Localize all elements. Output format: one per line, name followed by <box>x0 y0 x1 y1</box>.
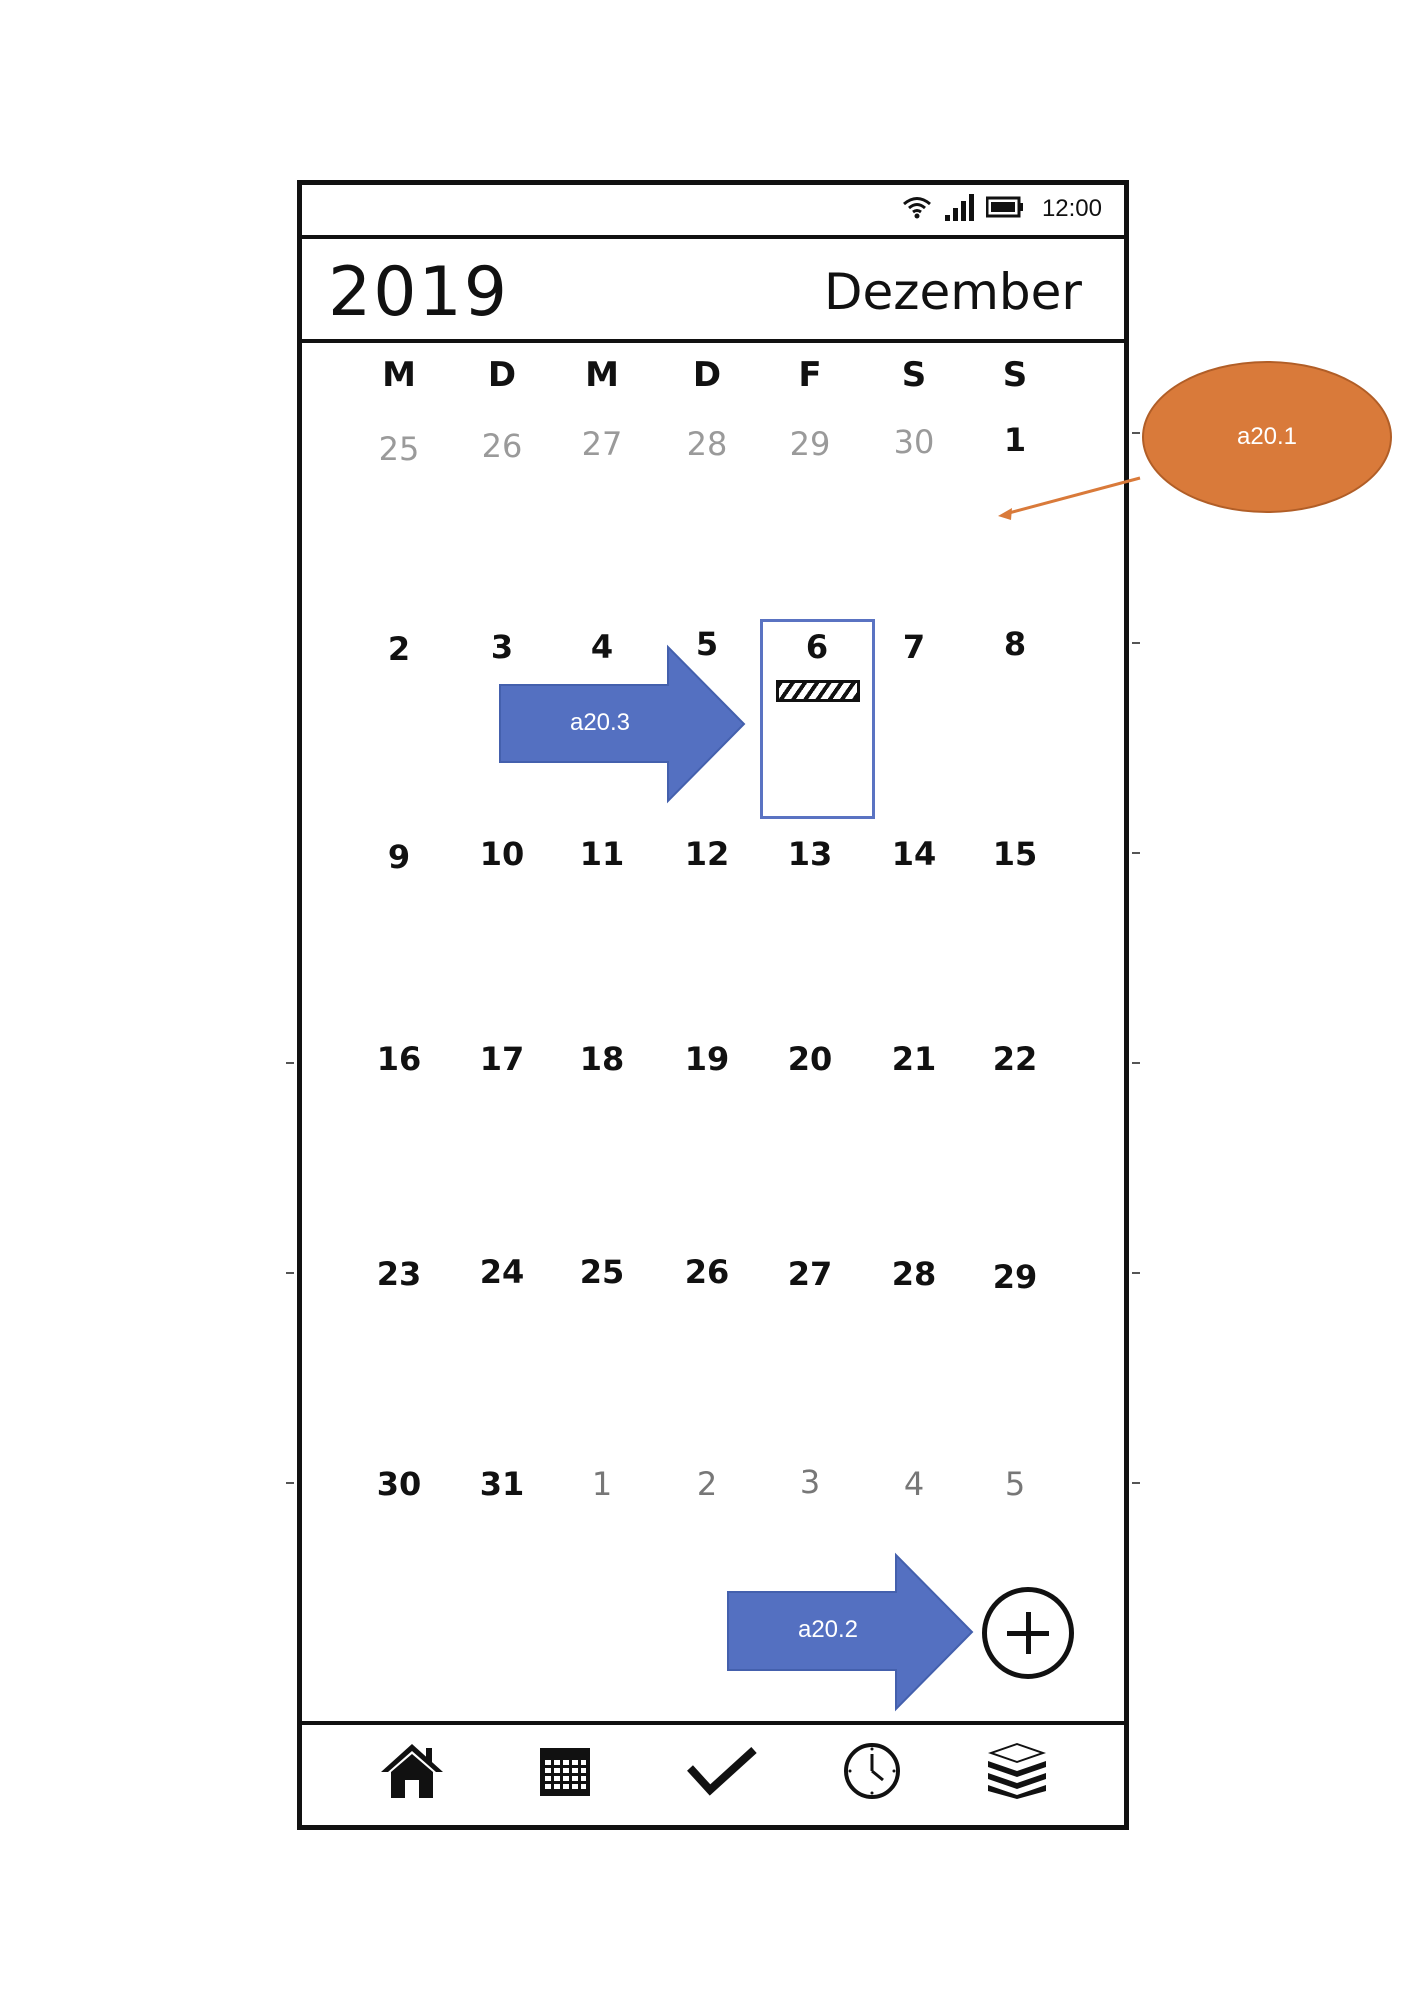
calendar-day[interactable]: 1 <box>1003 421 1027 459</box>
annotation-label-a20-2: a20.2 <box>797 1616 859 1643</box>
calendar-day[interactable]: 31 <box>479 1465 525 1503</box>
year-label[interactable]: 2019 <box>328 253 510 332</box>
frame-tick <box>1132 432 1140 434</box>
frame-tick <box>286 1062 294 1064</box>
calendar-day[interactable]: 15 <box>992 835 1038 873</box>
calendar-day[interactable]: 18 <box>579 1040 625 1078</box>
calendar-day[interactable]: 27 <box>787 1255 833 1293</box>
signal-icon <box>944 193 974 225</box>
calendar-day[interactable]: 13 <box>787 835 833 873</box>
calendar-day[interactable]: 14 <box>891 835 937 873</box>
selected-day-highlight[interactable] <box>760 619 875 819</box>
calendar-day[interactable]: 4 <box>903 1465 925 1503</box>
calendar-day[interactable]: 4 <box>590 628 614 666</box>
calendar-day[interactable]: 12 <box>684 835 730 873</box>
annotation-bubble-a20-1: a20.1 <box>1142 361 1392 513</box>
calendar-day[interactable]: 20 <box>787 1040 833 1078</box>
calendar-day[interactable]: 11 <box>579 835 625 873</box>
calendar-day[interactable]: 10 <box>479 835 525 873</box>
weekday-sat: S <box>901 355 927 395</box>
wifi-icon <box>902 195 932 223</box>
weekday-fri: F <box>798 355 822 395</box>
calendar-day[interactable]: 1 <box>591 1465 613 1503</box>
calendar-day[interactable]: 26 <box>684 1253 730 1291</box>
calendar-day[interactable]: 30 <box>893 423 935 461</box>
status-bar: 12:00 <box>302 185 1124 239</box>
stack-books-icon <box>984 1743 1050 1803</box>
frame-tick <box>1132 642 1140 644</box>
frame-tick <box>1132 852 1140 854</box>
calendar-day[interactable]: 3 <box>490 628 514 666</box>
event-bar[interactable] <box>776 680 860 702</box>
clock-icon <box>843 1742 901 1804</box>
calendar-day[interactable]: 29 <box>789 425 831 463</box>
calendar-day[interactable]: 27 <box>581 425 623 463</box>
checkmark-icon <box>686 1746 758 1800</box>
home-icon <box>379 1742 445 1804</box>
calendar-day[interactable]: 21 <box>891 1040 937 1078</box>
calendar-day[interactable]: 16 <box>376 1040 422 1078</box>
frame-tick <box>1132 1272 1140 1274</box>
calendar-day[interactable]: 2 <box>696 1465 718 1503</box>
calendar-day[interactable]: 23 <box>376 1255 422 1293</box>
annotation-label-a20-3: a20.3 <box>569 709 631 736</box>
calendar-day[interactable]: 22 <box>992 1040 1038 1078</box>
nav-home[interactable] <box>377 1743 447 1803</box>
frame-tick <box>1132 1062 1140 1064</box>
calendar-day[interactable]: 2 <box>387 630 411 668</box>
frame-tick <box>1132 1482 1140 1484</box>
calendar-day[interactable]: 8 <box>1003 625 1027 663</box>
calendar-day[interactable]: 29 <box>992 1258 1038 1296</box>
selected-day-number[interactable]: 6 <box>805 628 829 666</box>
weekday-tue: D <box>487 355 517 395</box>
nav-calendar[interactable] <box>530 1743 600 1803</box>
weekday-mon: M <box>382 355 416 395</box>
weekday-thu: D <box>692 355 722 395</box>
calendar-day[interactable]: 28 <box>891 1255 937 1293</box>
calendar-day[interactable]: 17 <box>479 1040 525 1078</box>
calendar-day[interactable]: 7 <box>902 628 926 666</box>
calendar-day[interactable]: 28 <box>686 425 728 463</box>
calendar-day[interactable]: 5 <box>1004 1465 1026 1503</box>
nav-tasks[interactable] <box>687 1743 757 1803</box>
weekday-sun: S <box>1002 355 1028 395</box>
add-event-button[interactable] <box>982 1587 1074 1679</box>
battery-icon <box>985 196 1024 222</box>
status-time: 12:00 <box>1041 195 1102 222</box>
calendar-icon <box>538 1744 592 1802</box>
status-icons: 12:00 <box>902 193 1102 225</box>
calendar-day[interactable]: 19 <box>684 1040 730 1078</box>
calendar-header: 2019 Dezember <box>302 239 1124 343</box>
nav-library[interactable] <box>982 1743 1052 1803</box>
calendar-day[interactable]: 25 <box>378 430 420 468</box>
calendar-day[interactable]: 9 <box>387 838 411 876</box>
weekday-wed: M <box>585 355 619 395</box>
calendar-day[interactable]: 3 <box>799 1463 821 1501</box>
bottom-nav <box>302 1721 1124 1825</box>
calendar-day[interactable]: 26 <box>481 427 523 465</box>
frame-tick <box>286 1272 294 1274</box>
frame-tick <box>286 1482 294 1484</box>
calendar-day[interactable]: 5 <box>695 625 719 663</box>
nav-clock[interactable] <box>837 1743 907 1803</box>
calendar-day[interactable]: 25 <box>579 1253 625 1291</box>
phone-frame: 12:00 2019 Dezember M D M D F S S 25 26 … <box>297 180 1129 1830</box>
calendar-day[interactable]: 24 <box>479 1253 525 1291</box>
annotation-label-a20-1: a20.1 <box>1236 423 1298 450</box>
month-label[interactable]: Dezember <box>823 263 1082 321</box>
calendar-day[interactable]: 30 <box>376 1465 422 1503</box>
